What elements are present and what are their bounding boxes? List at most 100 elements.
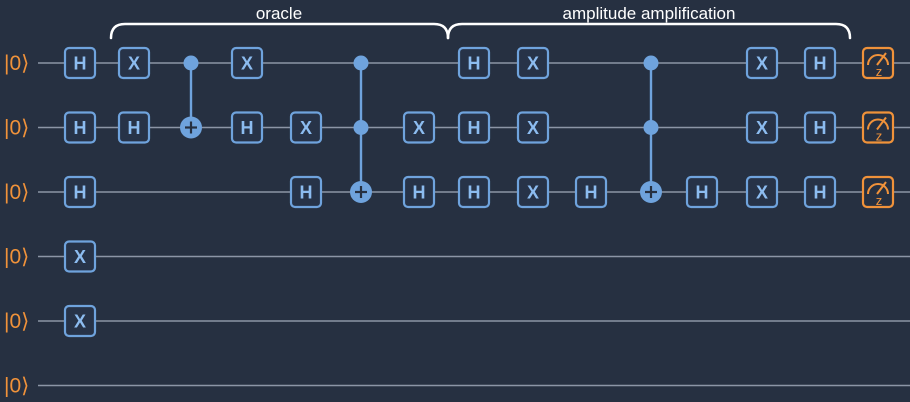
gate-label: H	[585, 183, 598, 203]
measure-basis-label: z	[876, 64, 883, 79]
cnot-gate[interactable]	[180, 55, 202, 139]
gate-h[interactable]: H	[117, 111, 151, 144]
gate-x[interactable]: X	[117, 46, 151, 80]
control-dot	[353, 55, 369, 71]
gate-x[interactable]: X	[745, 175, 779, 209]
meter-icon	[867, 52, 889, 66]
gate-box	[402, 175, 436, 209]
gate-x[interactable]: X	[289, 111, 323, 144]
gate-label: H	[468, 54, 481, 74]
gate-label: H	[413, 183, 426, 203]
gate-h[interactable]: H	[457, 175, 491, 209]
gate-label: H	[241, 118, 254, 138]
gate-box	[63, 175, 97, 209]
cnot-gate[interactable]	[640, 55, 662, 204]
gate-box	[745, 175, 779, 209]
gate-label: H	[468, 183, 481, 203]
gate-h[interactable]: H	[230, 111, 264, 144]
cnot-gate[interactable]	[350, 55, 372, 204]
gate-label: X	[128, 54, 140, 74]
gate-label: H	[128, 118, 141, 138]
measure-gate[interactable]: z	[861, 46, 895, 80]
gate-x[interactable]: X	[745, 46, 779, 80]
gate-box	[516, 46, 550, 80]
gate-h[interactable]: H	[402, 175, 436, 209]
gate-box	[457, 46, 491, 80]
measure-basis-label: z	[876, 129, 883, 144]
gate-h[interactable]: H	[63, 111, 97, 144]
measure-gate[interactable]: z	[861, 111, 895, 144]
control-dot	[183, 55, 199, 71]
measure-gate[interactable]: z	[861, 175, 895, 209]
gate-label: X	[300, 118, 312, 138]
qubit-init-label: |0⟩	[4, 246, 29, 269]
qubit-init-label: |0⟩	[4, 310, 29, 333]
qubit-init-label: |0⟩	[4, 117, 29, 140]
gate-x[interactable]: X	[402, 111, 436, 144]
measure-basis-label: z	[876, 193, 883, 208]
gate-x[interactable]: X	[63, 240, 97, 273]
control-dot	[643, 55, 659, 71]
gate-h[interactable]: H	[289, 175, 323, 209]
gate-label: H	[468, 118, 481, 138]
gate-box	[63, 111, 97, 144]
gate-x[interactable]: X	[745, 111, 779, 144]
gate-label: X	[527, 183, 539, 203]
target-plus-icon	[180, 116, 202, 139]
gate-h[interactable]: H	[803, 111, 837, 144]
gate-box	[289, 175, 323, 209]
gate-box	[803, 46, 837, 80]
qubit-init-label: |0⟩	[4, 375, 29, 398]
qubit-init-label: |0⟩	[4, 181, 29, 204]
gate-box	[516, 111, 550, 144]
gate-label: H	[300, 183, 313, 203]
gate-box	[685, 175, 719, 209]
gate-box	[745, 111, 779, 144]
group-bracket-amplitude-amplification: amplitude amplification	[446, 4, 852, 40]
gate-x[interactable]: X	[516, 175, 550, 209]
gate-h[interactable]: H	[803, 175, 837, 209]
gate-x[interactable]: X	[63, 304, 97, 338]
control-dot	[353, 120, 369, 135]
gate-label: X	[241, 54, 253, 74]
gate-box	[402, 111, 436, 144]
gate-h[interactable]: H	[574, 175, 608, 209]
target-plus-icon	[640, 181, 662, 203]
gate-h[interactable]: H	[63, 46, 97, 80]
gate-x[interactable]: X	[230, 46, 264, 80]
gate-h[interactable]: H	[457, 111, 491, 144]
gate-h[interactable]: H	[685, 175, 719, 209]
group-label-oracle: oracle	[256, 4, 302, 23]
group-bracket-oracle: oracle	[109, 4, 450, 40]
gate-box	[117, 46, 151, 80]
gate-label: H	[74, 118, 87, 138]
gate-label: H	[814, 118, 827, 138]
gate-label: H	[696, 183, 709, 203]
gate-label: X	[74, 247, 86, 267]
gate-x[interactable]: X	[516, 111, 550, 144]
gate-h[interactable]: H	[803, 46, 837, 80]
qubit-init-label: |0⟩	[4, 52, 29, 75]
gate-label: H	[74, 54, 87, 74]
gate-label: H	[814, 183, 827, 203]
gate-h[interactable]: H	[63, 175, 97, 209]
gate-box	[457, 111, 491, 144]
gate-box	[63, 304, 97, 338]
gate-box	[230, 46, 264, 80]
gate-box	[803, 175, 837, 209]
gate-box	[289, 111, 323, 144]
gate-label: X	[756, 183, 768, 203]
gate-label: X	[756, 54, 768, 74]
gate-box	[457, 175, 491, 209]
gate-label: X	[74, 312, 86, 332]
gate-label: H	[74, 183, 87, 203]
gate-box	[230, 111, 264, 144]
gate-box	[574, 175, 608, 209]
gate-label: H	[814, 54, 827, 74]
gate-label: X	[413, 118, 425, 138]
gate-x[interactable]: X	[516, 46, 550, 80]
gate-h[interactable]: H	[457, 46, 491, 80]
gate-box	[803, 111, 837, 144]
